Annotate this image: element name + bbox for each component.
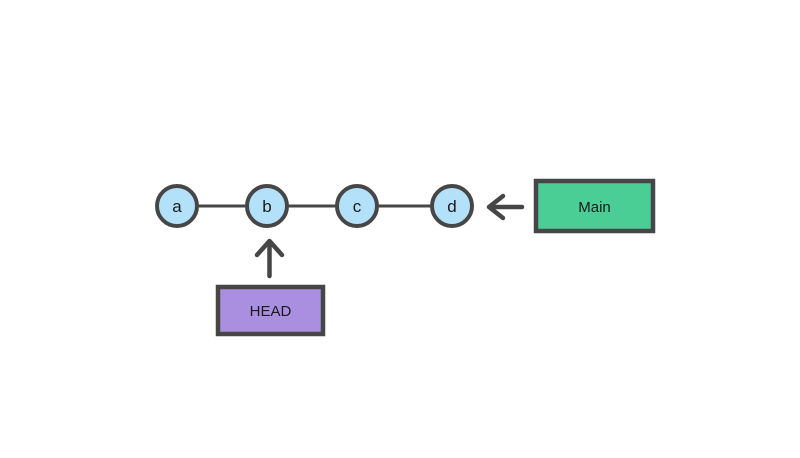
commit-node-d bbox=[430, 184, 474, 228]
head-label-box bbox=[215, 284, 326, 337]
branch-label-text: Main bbox=[578, 199, 611, 216]
head-label-text: HEAD bbox=[250, 303, 292, 320]
commit-node-b-label: b bbox=[262, 197, 271, 216]
left-arrow-icon bbox=[486, 193, 525, 221]
branch-label-box bbox=[533, 178, 656, 234]
commit-node-a bbox=[155, 184, 199, 228]
up-arrow-icon bbox=[254, 238, 285, 279]
commit-node-d-label: d bbox=[447, 197, 456, 216]
commit-node-b bbox=[245, 184, 289, 228]
commit-node-c bbox=[335, 184, 379, 228]
commit-node-a-label: a bbox=[172, 197, 182, 216]
commit-node-c-label: c bbox=[353, 197, 362, 216]
